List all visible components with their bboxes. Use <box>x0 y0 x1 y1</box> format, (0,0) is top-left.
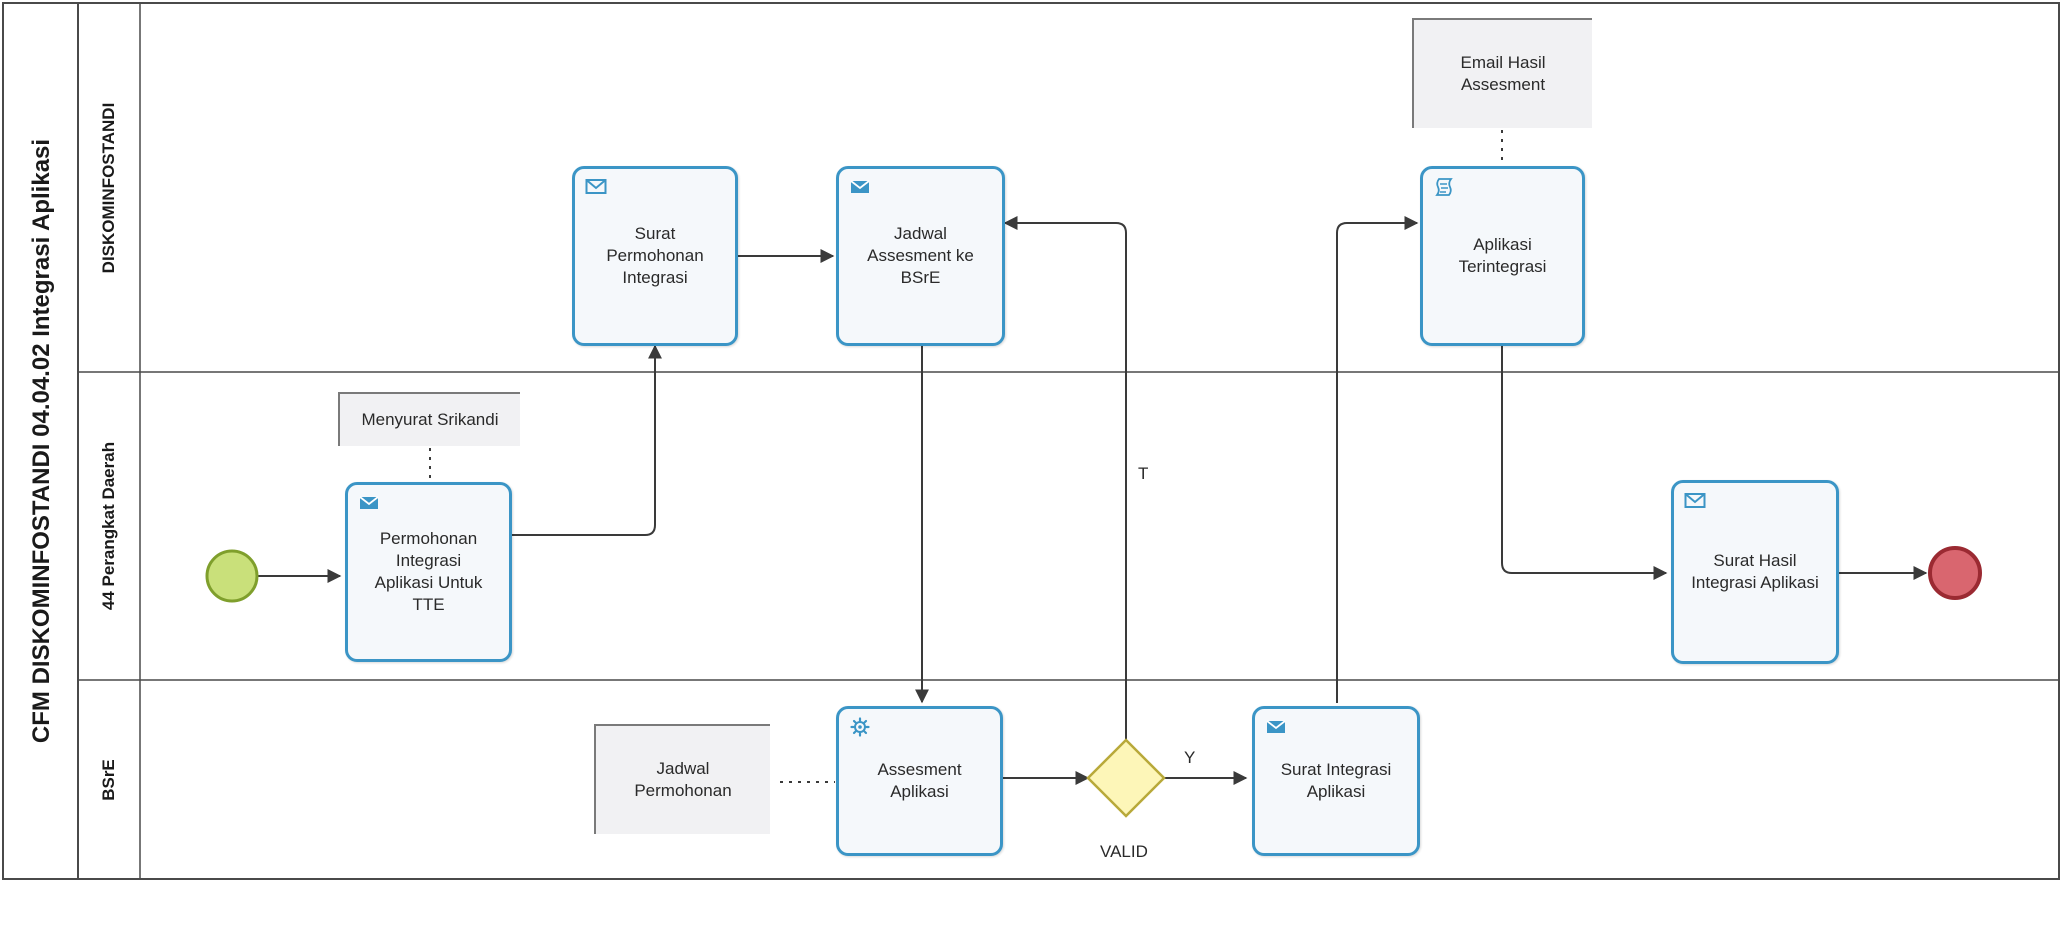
task-label: Aplikasi Terintegrasi <box>1458 235 1547 276</box>
task-label: Assesment Aplikasi <box>877 760 962 801</box>
task-label: Permohonan Integrasi Aplikasi Untuk TTE <box>374 529 483 614</box>
start-event[interactable] <box>205 549 259 603</box>
pool-frame <box>2 2 2060 880</box>
exclusive-gateway[interactable] <box>1086 738 1166 818</box>
task-surat-hasil-integrasi[interactable]: Surat Hasil Integrasi Aplikasi <box>1671 480 1839 664</box>
envelope-icon <box>359 496 379 509</box>
envelope-icon <box>850 180 870 193</box>
lane-title-bsre: BSrE <box>99 759 118 801</box>
flow-gateway-no-to-jadwal <box>1003 216 1127 740</box>
task-label: Surat Hasil Integrasi Aplikasi <box>1691 551 1819 592</box>
flow-surat-integrasi-to-aplikasi <box>1336 216 1419 703</box>
task-label: Surat Permohonan Integrasi <box>606 224 704 287</box>
diagram-canvas <box>2 2 2060 880</box>
envelope-icon <box>1266 720 1286 733</box>
flow-permohonan-to-surat <box>512 344 662 536</box>
flow-label-yes: Y <box>1184 748 1196 767</box>
task-aplikasi-terintegrasi[interactable]: Aplikasi Terintegrasi <box>1420 166 1585 346</box>
gear-icon <box>850 717 870 737</box>
flow-aplikasi-to-surat-hasil <box>1501 346 1668 580</box>
envelope-icon <box>585 179 607 194</box>
artifact-menyurat-srikandi: Menyurat Srikandi <box>338 392 520 446</box>
gateway-label: VALID <box>1100 842 1148 861</box>
artifact-email-hasil-assesment: Email Hasil Assesment <box>1412 18 1592 128</box>
task-permohonan-integrasi-aplikasi[interactable]: Permohonan Integrasi Aplikasi Untuk TTE <box>345 482 512 662</box>
lane-title-diskominfostandi: DISKOMINFOSTANDI <box>99 102 118 274</box>
pool-title: CFM DISKOMINFOSTANDI 04.04.02 Integrasi … <box>28 138 55 744</box>
task-surat-integrasi-aplikasi[interactable]: Surat Integrasi Aplikasi <box>1252 706 1420 856</box>
flow-label-no: T <box>1138 464 1149 483</box>
task-surat-permohonan-integrasi[interactable]: Surat Permohonan Integrasi <box>572 166 738 346</box>
artifact-jadwal-permohonan: Jadwal Permohonan <box>594 724 770 834</box>
end-event[interactable] <box>1928 546 1982 600</box>
envelope-icon <box>1684 493 1706 508</box>
task-label: Surat Integrasi Aplikasi <box>1280 760 1392 801</box>
task-jadwal-assesment[interactable]: Jadwal Assesment ke BSrE <box>836 166 1005 346</box>
script-icon <box>1435 178 1453 196</box>
task-label: Jadwal Assesment ke BSrE <box>867 224 974 287</box>
task-assesment-aplikasi[interactable]: Assesment Aplikasi <box>836 706 1003 856</box>
